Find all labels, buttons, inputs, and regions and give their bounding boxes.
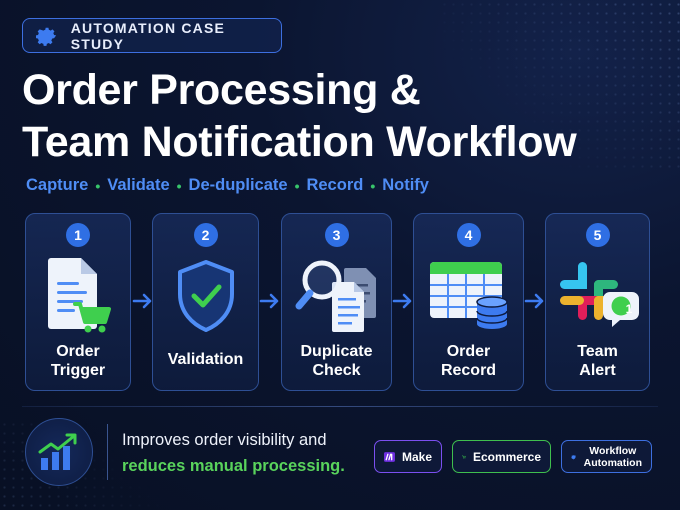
workflow-card-team-alert: 5 1 Team Alert bbox=[545, 213, 650, 391]
workflow-steps: 1 Order Trigger 2 Validation 3 bbox=[0, 213, 680, 391]
make-logo-icon bbox=[384, 451, 395, 462]
step-label: Team Alert bbox=[577, 343, 618, 379]
arrow-right-icon bbox=[132, 293, 152, 309]
spreadsheet-database-icon bbox=[429, 262, 508, 329]
workflow-card-order-record: 4 Order Record bbox=[413, 213, 524, 391]
step-label: Duplicate Check bbox=[300, 343, 373, 379]
tag-label: Ecommerce bbox=[472, 449, 541, 464]
cart-icon bbox=[462, 454, 466, 459]
summary-separator: • bbox=[370, 177, 376, 194]
section-divider bbox=[22, 406, 658, 407]
arrow-right-icon bbox=[392, 293, 412, 309]
summary-separator: • bbox=[176, 177, 182, 194]
decorative-dot-grid bbox=[440, 0, 680, 170]
arrow-right-icon bbox=[524, 293, 544, 309]
step-label: Order Trigger bbox=[50, 343, 106, 379]
step-number-badge: 1 bbox=[66, 223, 90, 247]
impact-line-2: reduces manual processing. bbox=[122, 457, 345, 475]
badge-label: AUTOMATION CASE STUDY bbox=[70, 19, 226, 52]
summary-step: De-duplicate bbox=[188, 176, 288, 194]
impact-line-1: Improves order visibility and bbox=[122, 431, 327, 449]
workflow-card-duplicate-check: 3 Duplicate Check bbox=[281, 213, 392, 391]
slack-notification-icon bbox=[560, 262, 639, 327]
tag-ecommerce: Ecommerce bbox=[452, 440, 551, 473]
notification-count: 1 bbox=[625, 302, 633, 316]
workflow-card-validation: 2 Validation bbox=[152, 213, 259, 391]
step-label: Validation bbox=[167, 351, 244, 368]
gear-icon bbox=[571, 454, 577, 459]
summary-step: Capture bbox=[26, 176, 89, 194]
title-line-2: Team Notification Workflow bbox=[22, 118, 577, 166]
step-number-badge: 5 bbox=[585, 223, 610, 247]
tag-label: Workflow Automation bbox=[583, 444, 642, 469]
tag-workflow-automation: Workflow Automation bbox=[561, 440, 652, 473]
step-label: Order Record bbox=[440, 343, 497, 379]
page-title: Order Processing & Team Notification Wor… bbox=[22, 64, 662, 168]
tag-label: Make bbox=[401, 449, 432, 464]
magnifier-documents-icon bbox=[295, 260, 376, 332]
steps-summary: Capture • Validate • De-duplicate • Reco… bbox=[26, 176, 429, 195]
tag-make: Make bbox=[374, 440, 442, 473]
summary-separator: • bbox=[294, 177, 300, 194]
impact-statement: Improves order visibility and reduces ma… bbox=[122, 427, 345, 479]
growth-chart-icon bbox=[38, 433, 77, 470]
arrow-right-icon bbox=[259, 293, 279, 309]
step-number-badge: 2 bbox=[193, 223, 218, 247]
shield-check-icon bbox=[177, 260, 234, 332]
document-cart-icon bbox=[48, 258, 111, 333]
summary-separator: • bbox=[95, 177, 101, 194]
gear-icon bbox=[35, 27, 57, 46]
workflow-card-order-trigger: 1 Order Trigger bbox=[25, 213, 131, 391]
case-study-badge: AUTOMATION CASE STUDY bbox=[22, 18, 282, 53]
summary-step: Validate bbox=[107, 176, 170, 194]
summary-step: Record bbox=[306, 176, 364, 194]
step-number-badge: 3 bbox=[324, 223, 349, 247]
step-number-badge: 4 bbox=[456, 223, 481, 247]
summary-step: Notify bbox=[382, 176, 429, 194]
growth-chart-badge bbox=[25, 418, 93, 486]
vertical-divider bbox=[107, 424, 108, 480]
title-line-1: Order Processing & bbox=[22, 66, 421, 114]
